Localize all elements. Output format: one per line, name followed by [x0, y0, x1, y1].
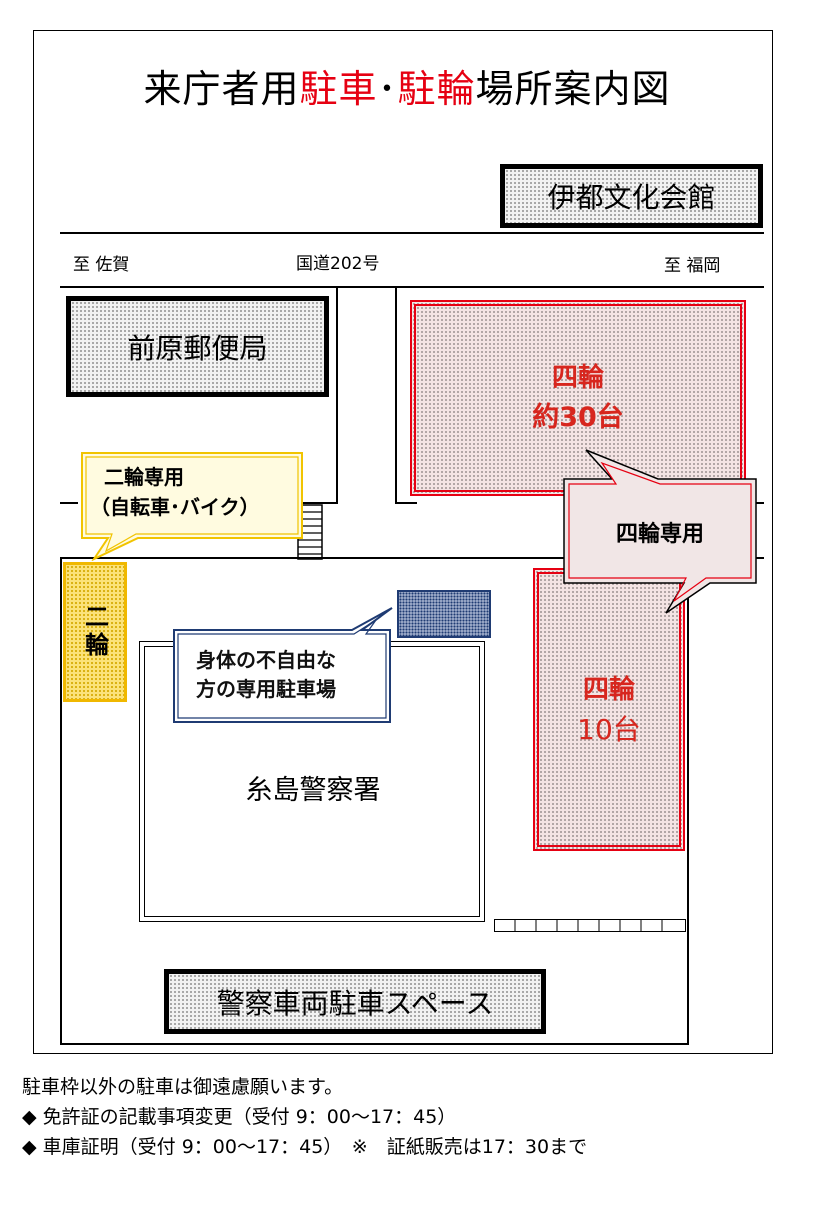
post-office-label: 前原郵便局 [127, 331, 268, 365]
callout-four-wheel-bubble [563, 449, 757, 614]
callout-two-wheel-subtitle: （自転車･バイク） [90, 495, 260, 519]
side-road-north-edge-right [395, 502, 417, 504]
road-direction-fukuoka: 至 福岡 [664, 256, 721, 276]
callout-four-wheel-label: 四輪専用 [615, 522, 704, 547]
side-road-north-edge-left [60, 502, 78, 504]
road-name: 国道202号 [296, 254, 380, 274]
callout-two-wheel-bubble [81, 452, 303, 561]
compound-bottom-edge [60, 1043, 689, 1045]
compound-left-edge [60, 557, 62, 1045]
callout-disabled-bubble [173, 607, 393, 723]
parking-lot-south: 四輪 10台 [533, 568, 685, 851]
compound-right-edge [687, 559, 689, 1045]
notes: 駐車枠以外の駐車は御遠慮願います。 ◆ 免許証の記載事項変更（受付 9：00～1… [22, 1072, 587, 1162]
culture-hall-label: 伊都文化会館 [547, 181, 716, 214]
callout-two-wheel: 二輪専用 （自転車･バイク） [90, 462, 300, 522]
parking-north-capacity: 約30台 [532, 402, 624, 433]
note-parking: 駐車枠以外の駐車は御遠慮願います。 [22, 1076, 344, 1098]
road-direction-saga: 至 佐賀 [73, 255, 130, 275]
road-edge-bottom [60, 286, 764, 288]
parking-lot-north: 四輪 約30台 [410, 300, 746, 496]
callout-disabled-line1: 身体の不自由な [196, 648, 336, 672]
two-wheel-area-label: 二輪 [80, 604, 109, 660]
police-station-label: 糸島警察署 [245, 775, 381, 806]
callout-two-wheel-title: 二輪専用 [104, 465, 184, 489]
parking-north-type: 四輪 [551, 363, 604, 393]
page-title: 来庁者用駐車･駐輪場所案内図 [143, 67, 671, 111]
parking-south-capacity: 10台 [577, 712, 641, 746]
callout-disabled-line2: 方の専用駐車場 [196, 677, 336, 701]
note-license: ◆ 免許証の記載事項変更（受付 9：00～17：45） [22, 1106, 457, 1128]
side-road-north-edge-mid [300, 502, 338, 504]
note-garage: ◆ 車庫証明（受付 9：00～17：45） ※ 証紙販売は17：30まで [22, 1136, 588, 1158]
parking-stalls-strip [494, 919, 686, 932]
side-street-right-edge [395, 288, 397, 504]
culture-hall-building: 伊都文化会館 [500, 164, 763, 228]
parking-south-type: 四輪 [582, 674, 635, 705]
police-vehicle-parking: 警察車両駐車スペース [164, 969, 546, 1034]
compound-top-edge [60, 557, 764, 559]
side-street-left-edge [336, 288, 338, 504]
callout-four-wheel: 四輪専用 [570, 485, 750, 579]
two-wheel-parking-area: 二輪 [63, 562, 127, 702]
road-edge-top [60, 232, 764, 234]
police-vehicle-parking-label: 警察車両駐車スペース [216, 986, 494, 1020]
map-frame [33, 30, 773, 1054]
callout-disabled: 身体の不自由な 方の専用駐車場 [182, 646, 392, 704]
post-office-building: 前原郵便局 [66, 296, 329, 397]
disabled-parking-space [397, 590, 491, 638]
